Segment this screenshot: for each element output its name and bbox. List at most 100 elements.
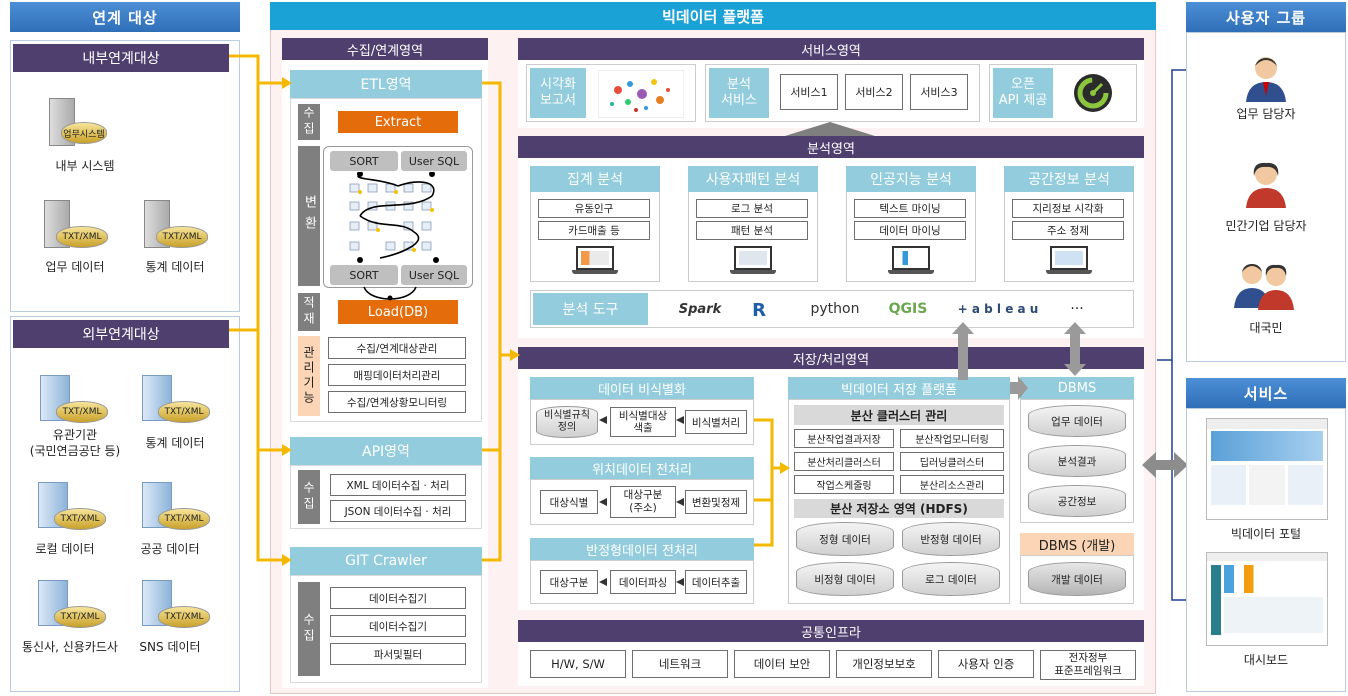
platform-title: 빅데이터 플랫폼 [270,2,1156,30]
database-icon: TXT/XML [36,580,111,630]
api-item: XML 데이터수집 · 처리 [330,474,466,496]
analysis-item: 지리정보 시각화 [1012,199,1124,218]
openapi-group [989,64,1137,122]
internal-panel: 내부연계대상 [10,40,240,312]
deid-panel [530,399,754,445]
internal-item-label: 업무 데이터 [45,259,105,274]
deid-step: 비식별규칙 정의 [536,406,598,438]
external-item-label: SNS 데이터 [139,639,201,654]
laptop-icon [1046,246,1092,276]
dbms-title: DBMS [1020,377,1134,399]
database-icon: TXT/XML [36,482,111,532]
users-group-icon [1234,264,1294,310]
laptop-icon [572,246,618,276]
up-arrow [785,122,875,136]
load-box: Load(DB) [338,300,458,324]
analysis-card-title: 공간정보 분석 [1004,166,1134,192]
database-icon: TXT/XML [38,375,113,425]
internal-item-label: 통계 데이터 [145,259,205,274]
openapi-label: 오픈 API 제공 [993,68,1053,118]
db-tag: TXT/XML [54,606,106,628]
analysis-item: 유동인구 [538,199,650,218]
api-title: API영역 [290,437,482,465]
tableau-logo: + a b l e a u [957,302,1039,316]
user-label: 대국민 [1249,320,1283,335]
cluster-title: 분산 클러스터 관리 [794,405,1004,425]
internal-item-label: 내부 시스템 [55,158,115,173]
external-title: 외부연계대상 [13,320,229,348]
hdfs-item: 반정형 데이터 [902,522,1000,556]
user-label: 민간기업 담당자 [1225,218,1307,233]
left-header: 연계 대상 [10,2,240,32]
hdfs-item: 정형 데이터 [796,522,894,556]
db-tag: TXT/XML [54,508,106,530]
etl-flow-diagram [349,172,439,263]
python-logo: python [810,301,860,317]
r-logo: R [752,299,766,321]
dbms-dev-item: 개발 데이터 [1028,562,1126,596]
db-tag: TXT/XML [158,606,210,628]
service-title: 서비스영역 [518,38,1144,60]
tools-row [530,290,1134,328]
analysis-item: 카드매출 등 [538,221,650,240]
loc-step: 대상구분 (주소) [610,486,676,518]
portal-screenshot [1206,418,1328,520]
manage-item: 수집/연계상황모니터링 [328,391,466,413]
manage-item: 매핑데이터처리관리 [328,364,466,386]
storage-title: 저장/처리영역 [518,347,1144,369]
dashboard-screenshot [1206,552,1328,646]
step-arrows [599,416,684,586]
semi-step: 데이터추출 [685,570,747,594]
cluster-item: 분산작업결과저장 [794,429,894,448]
database-icon: TXT/XML [140,580,215,630]
etl-load-label: 적재 [298,293,320,331]
hdfs-item: 로그 데이터 [902,562,1000,596]
hdfs-title: 분산 저장소 영역 (HDFS) [794,499,1004,518]
more-tools: ··· [1070,301,1084,317]
user-label: 업무 담당자 [1236,106,1296,121]
analysis-item: 주소 정제 [1012,221,1124,240]
database-icon: TXT/XML [140,482,215,532]
db-tag: TXT/XML [158,401,210,423]
bubble-chart-icon [598,70,684,118]
service-label: 대시보드 [1243,652,1289,667]
api-collect-label: 수집 [298,470,320,524]
hdfs-item: 비정형 데이터 [796,562,894,596]
external-item-label: 통계 데이터 [145,435,205,450]
analysis-card-title: 사용자패턴 분석 [688,166,818,192]
services-header: 서비스 [1186,378,1346,408]
sort-box: SORT [330,151,398,171]
loc-panel [530,479,754,525]
loc-step: 변환및정제 [685,490,747,514]
git-item: 데이터수집기 [330,615,466,637]
infra-item: 개인정보보호 [836,650,932,678]
deid-step: 비식별대상 색출 [610,407,676,437]
etl-manage-label: 관리기능 [298,336,320,416]
deid-step: 비식별처리 [685,410,747,434]
infra-item: 데이터 보안 [734,650,830,678]
loc-title: 위치데이터 전처리 [530,457,754,479]
analysis-service-label: 분석 서비스 [709,68,769,118]
cluster-item: 딥러닝클러스터 [900,452,1004,471]
dbms-item: 업무 데이터 [1028,405,1126,437]
api-item: JSON 데이터수집 · 처리 [330,500,466,522]
dbms-dev-panel [1020,555,1134,604]
user-sql-box: User SQL [401,151,467,171]
collect-title: 수집/연계영역 [282,38,488,60]
bigdata-panel [788,399,1010,604]
analysis-card-title: 집계 분석 [530,166,660,192]
infra-item: 전자정부 표준프레임워크 [1040,650,1136,680]
qgis-logo: QGIS [888,301,928,317]
analysis-item: 패턴 분석 [696,221,808,240]
infra-title: 공통인프라 [518,620,1144,642]
cluster-item: 작업스케줄링 [794,475,894,494]
api-gauge-icon [1074,74,1112,112]
external-item-label: 로컬 데이터 [35,541,95,556]
etl-transform-label: 변환 [298,146,320,286]
semi-step: 대상구분 [540,570,598,594]
db-tag: TXT/XML [56,401,108,423]
connector-line [363,286,417,301]
infra-item: 사용자 인증 [938,650,1034,678]
viz-group [526,64,696,122]
git-collect-label: 수집 [298,582,320,676]
